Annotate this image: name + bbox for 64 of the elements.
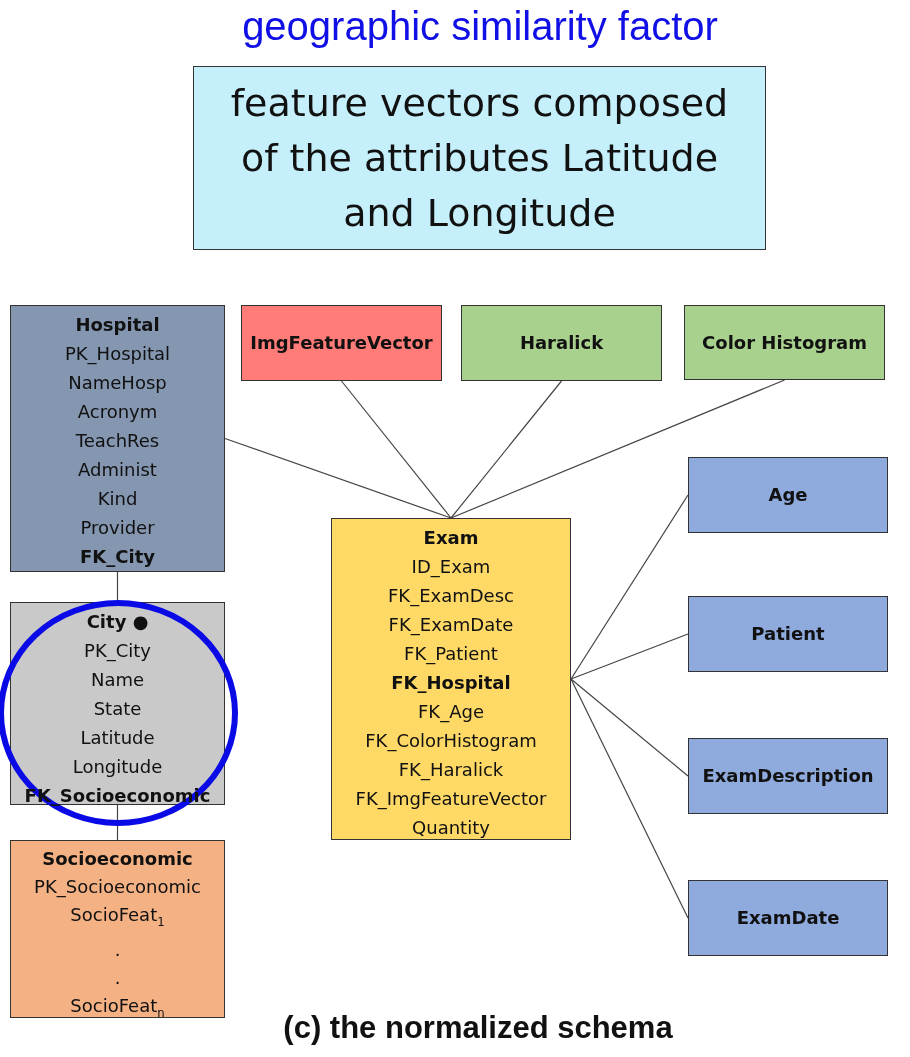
note-box xyxy=(193,66,766,250)
field-name: FK_Age xyxy=(418,700,484,725)
entity-box xyxy=(688,457,888,533)
diagram-title: geographic similarity factor xyxy=(242,4,718,48)
field-name: . xyxy=(114,937,121,962)
field-name: NameHosp xyxy=(68,371,167,395)
field-name: PK_Hospital xyxy=(64,342,171,367)
connector-line xyxy=(224,437,452,519)
figure-caption: (c) the normalized schema xyxy=(283,1010,673,1045)
entity-name: ExamDate xyxy=(736,906,840,930)
field-name: Longitude xyxy=(72,755,163,779)
connector-line xyxy=(340,380,452,519)
field-name: State xyxy=(93,697,142,721)
field-name: PK_Socioeconomic xyxy=(34,875,201,900)
table-box xyxy=(10,305,225,572)
entity-box xyxy=(241,305,442,381)
table-name: City ● xyxy=(86,610,149,634)
field-name: SocioFeat$_{n}$ xyxy=(70,993,165,1022)
field-name: PK_City xyxy=(84,639,151,664)
field-name: Kind xyxy=(97,487,138,511)
connector-line xyxy=(570,633,689,680)
entity-box xyxy=(688,880,888,956)
table-name: Exam xyxy=(423,526,479,550)
table-box xyxy=(10,840,225,1018)
field-name: FK_Patient xyxy=(404,642,498,667)
entity-box xyxy=(684,305,885,380)
field-name: Acronym xyxy=(77,400,158,424)
field-name: . xyxy=(114,965,121,990)
field-name: ID_Exam xyxy=(411,555,491,580)
connector-line xyxy=(450,380,563,519)
table-name: Hospital xyxy=(75,313,160,337)
entity-name: feature vectors composed of the attributes Latitude and Longitude xyxy=(229,79,730,237)
field-name: FK_ExamDesc xyxy=(388,584,514,609)
field-name: SocioFeat$_{1}$ xyxy=(70,903,165,931)
connector-line xyxy=(450,379,786,519)
entity-box xyxy=(688,596,888,672)
connector-line xyxy=(570,678,689,777)
field-name: FK_ColorHistogram xyxy=(365,729,537,754)
field-name: Latitude xyxy=(80,726,155,750)
table-box xyxy=(10,602,225,805)
connector-line xyxy=(116,571,119,603)
field-name: Provider xyxy=(80,516,155,540)
entity-box xyxy=(688,738,888,814)
entity-box xyxy=(461,305,662,381)
table-box xyxy=(331,518,571,840)
table-name: Socioeconomic xyxy=(42,847,193,871)
field-name: Quantity xyxy=(412,816,490,840)
field-name: FK_ExamDate xyxy=(388,613,514,638)
entity-name: ImgFeatureVector xyxy=(250,331,433,355)
entity-name: Age xyxy=(768,483,808,507)
connector-line xyxy=(570,678,689,919)
field-name: TeachRes xyxy=(75,429,160,453)
field-name: FK_ImgFeatureVector xyxy=(355,787,547,812)
entity-name: Color Histogram xyxy=(702,330,867,355)
entity-name: Haralick xyxy=(519,331,604,355)
field-name: FK_City xyxy=(80,545,155,569)
field-name: Administ xyxy=(78,458,157,482)
field-name: FK_Hospital xyxy=(391,671,511,695)
field-name: Name xyxy=(90,668,145,692)
entity-name: Patient xyxy=(751,622,825,646)
connector-line xyxy=(570,494,689,680)
connector-line xyxy=(116,804,119,841)
entity-name: ExamDescription xyxy=(702,764,874,788)
field-name: FK_Haralick xyxy=(398,758,504,783)
